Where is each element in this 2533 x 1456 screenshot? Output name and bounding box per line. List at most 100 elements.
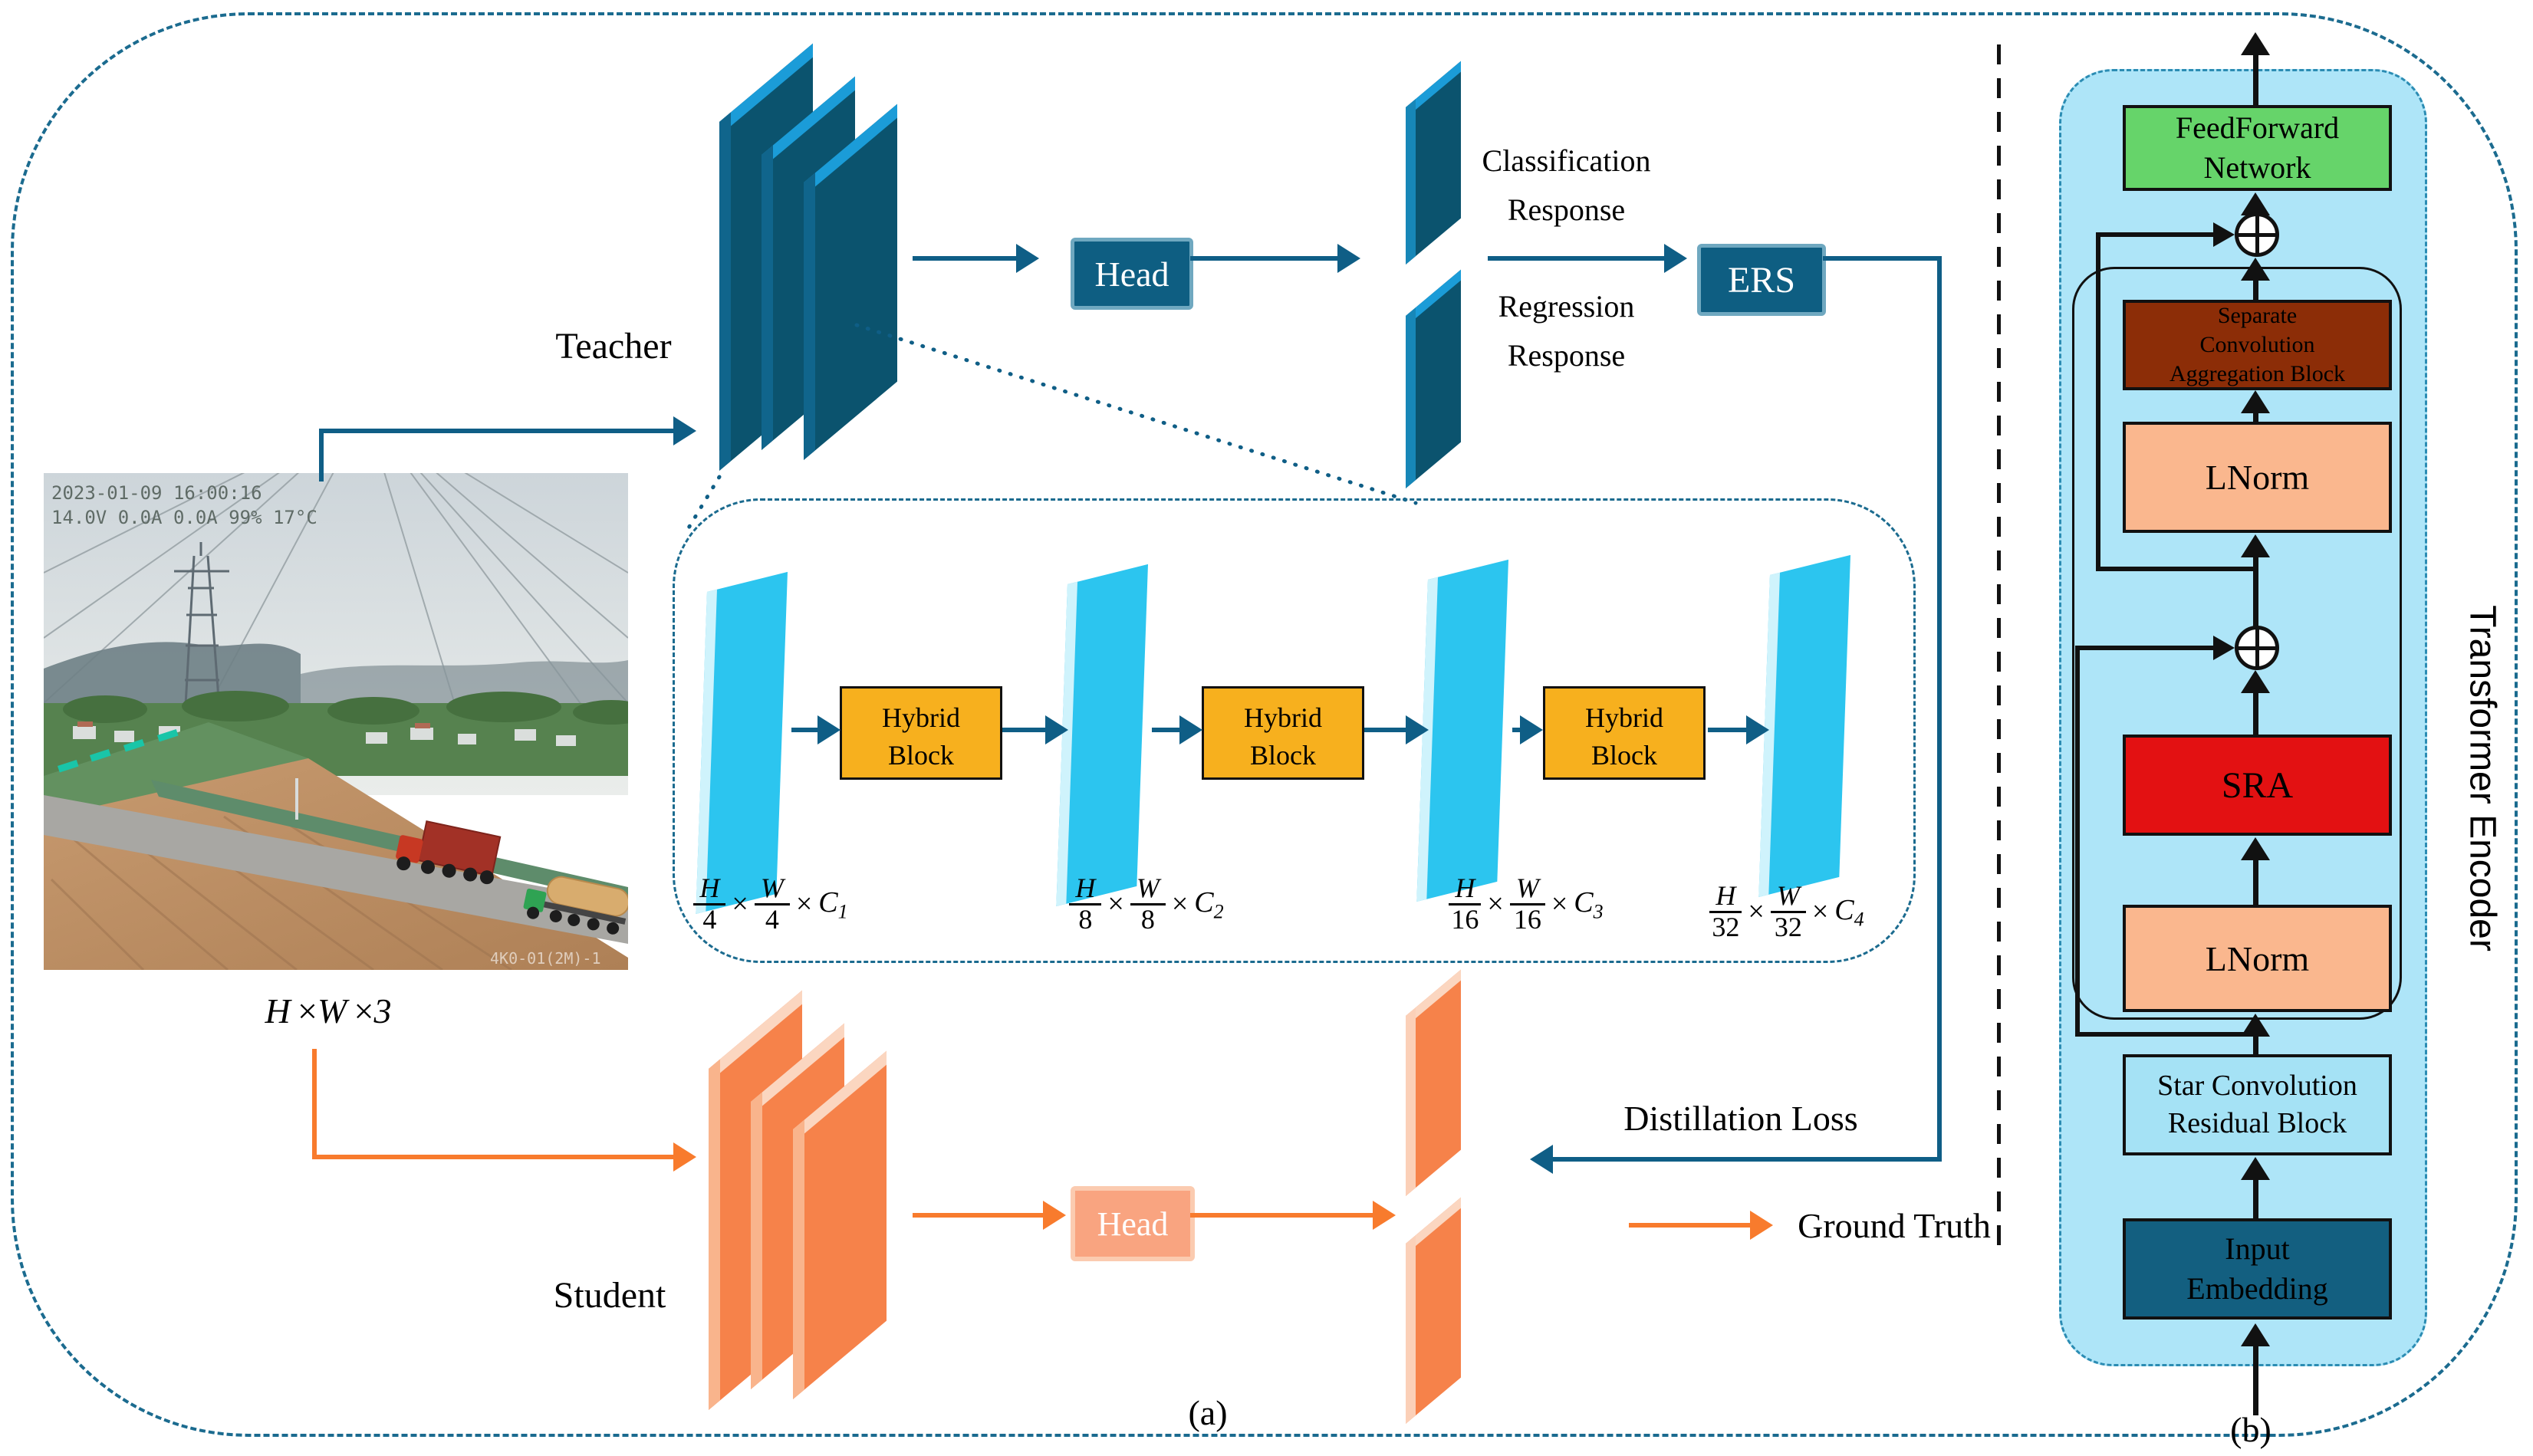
skip1-tap-line (2075, 1032, 2255, 1037)
arrow-lnorm-sra-head-icon (2241, 837, 2270, 860)
lnorm-top-box: LNorm (2123, 422, 2392, 533)
student-input-line-horizontal (312, 1155, 673, 1159)
distillation-loss-label: Distillation Loss (1623, 1099, 1858, 1138)
arrow-sra-plus1-line (2253, 693, 2258, 735)
student-head-to-outputs-arrowhead-icon (1373, 1201, 1396, 1230)
arrow-ie-scrb-line (2253, 1180, 2258, 1218)
teacher-input-line-horizontal (319, 429, 673, 433)
surveillance-photo-art: 2023-01-09 16:00:16 14.0V 0.0A 0.0A 99% … (43, 411, 650, 971)
arrow-ie-scrb-head-icon (2241, 1157, 2270, 1180)
teacher-head-to-outputs-line (1190, 256, 1337, 261)
photo-green-fence (151, 780, 628, 904)
backbone-arrow-line-6 (1708, 728, 1746, 732)
ground-truth-label: Ground Truth (1798, 1206, 1991, 1245)
teacher-head-box: Head (1071, 238, 1193, 310)
panel-b-caption: (b) (2230, 1410, 2271, 1449)
arrow-lnorm-scab-line (2253, 413, 2258, 422)
backbone-arrowhead-3-icon (1179, 715, 1202, 744)
student-stack-to-head-arrowhead-icon (1043, 1201, 1066, 1230)
sra-box: SRA (2123, 735, 2392, 836)
encoder-input-arrow-line (2253, 1346, 2258, 1415)
student-input-line-vertical (312, 1049, 317, 1159)
photo-roofs (77, 721, 430, 728)
arrow-scrb-lnorm-line (2253, 1032, 2258, 1054)
arrow-scrb-lnorm-head-icon (2241, 1014, 2270, 1037)
tanker-truck (523, 876, 630, 935)
arrow-scab-plus2-line (2253, 281, 2258, 300)
teacher-stack-to-head-line (913, 256, 1016, 261)
backbone-feature-map-2 (1056, 564, 1148, 906)
backbone-arrow-line-1 (791, 728, 817, 732)
plus-circle-bottom-icon (2235, 626, 2279, 670)
skip2-vertical-line (2096, 232, 2100, 571)
panel-divider-dashed-line (1997, 44, 2001, 1250)
transformer-encoder-title: Transformer Encoder (2462, 605, 2503, 951)
skip2-arrowhead-icon (2213, 222, 2235, 247)
transmission-tower (174, 542, 229, 719)
backbone-arrow-line-4 (1364, 728, 1406, 732)
arrow-plus1-lnorm-head-icon (2241, 534, 2270, 557)
encoder-input-arrowhead-icon (2241, 1323, 2270, 1346)
student-head-to-outputs-line (1190, 1213, 1373, 1218)
teacher-branch-label: Teacher (555, 326, 672, 366)
ers-output-line (1823, 256, 1942, 261)
backbone-arrowhead-6-icon (1746, 715, 1769, 744)
outputs-to-ers-arrowhead-icon (1664, 244, 1687, 273)
outputs-to-ers-line (1488, 256, 1664, 261)
lnorm-bottom-box: LNorm (2123, 905, 2392, 1012)
photo-watermark: 4K0-01(2M)-1 (490, 949, 601, 968)
input-dims-label: H ×W ×3 (265, 991, 392, 1030)
ers-box: ERS (1697, 244, 1826, 316)
encoder-output-arrowhead-icon (2241, 32, 2270, 55)
skip2-into-plus-line (2096, 232, 2215, 237)
backbone-arrowhead-2-icon (1045, 715, 1068, 744)
student-branch-label: Student (553, 1275, 666, 1316)
arrow-plus2-ffn-head-icon (2241, 192, 2270, 215)
teacher-stack-to-head-arrowhead-icon (1016, 244, 1039, 273)
backbone-arrowhead-1-icon (817, 715, 840, 744)
panel-a-caption: (a) (1188, 1393, 1228, 1432)
arrow-lnorm-sra-line (2253, 860, 2258, 905)
backbone-feature-map-4 (1758, 554, 1850, 897)
student-stack-to-head-line (913, 1213, 1043, 1218)
backbone-arrow-line-3 (1152, 728, 1179, 732)
backbone-feature-map-3 (1416, 559, 1508, 902)
backbone-arrowhead-5-icon (1520, 715, 1543, 744)
arrow-scab-plus2-head-icon (2241, 258, 2270, 281)
figure-outer-border (11, 12, 2518, 1437)
teacher-input-line-vertical (319, 431, 324, 481)
backbone-feature-map-1 (696, 571, 788, 914)
backbone-dashed-box (673, 498, 1916, 963)
skip1-vertical-line (2075, 646, 2080, 1037)
photo-timestamp-line2: 14.0V 0.0A 0.0A 99% 17°C (51, 507, 317, 528)
skip1-arrowhead-icon (2213, 636, 2235, 660)
backbone-arrowhead-4-icon (1406, 715, 1429, 744)
surveillance-photo: 2023-01-09 16:00:16 14.0V 0.0A 0.0A 99% … (43, 411, 650, 971)
photo-timestamp-line1: 2023-01-09 16:00:16 (51, 482, 262, 504)
arrow-plus1-lnorm-line (2253, 557, 2258, 626)
skip2-tap-line (2096, 567, 2255, 571)
photo-road (44, 795, 628, 944)
encoder-inner-box (2072, 267, 2402, 1020)
arrow-lnorm-scab-head-icon (2241, 390, 2270, 413)
encoder-output-arrow-line (2253, 55, 2258, 105)
distillation-line-horizontal (1553, 1157, 1942, 1162)
teacher-input-arrowhead-icon (673, 416, 696, 445)
distillation-arrowhead-icon (1530, 1145, 1553, 1174)
distillation-line-vertical (1937, 256, 1942, 1162)
student-head-box: Head (1071, 1186, 1195, 1261)
red-truck (396, 820, 502, 885)
backbone-arrow-line-2 (1002, 728, 1045, 732)
student-to-groundtruth-line (1629, 1223, 1750, 1228)
teacher-head-to-outputs-arrowhead-icon (1337, 244, 1360, 273)
